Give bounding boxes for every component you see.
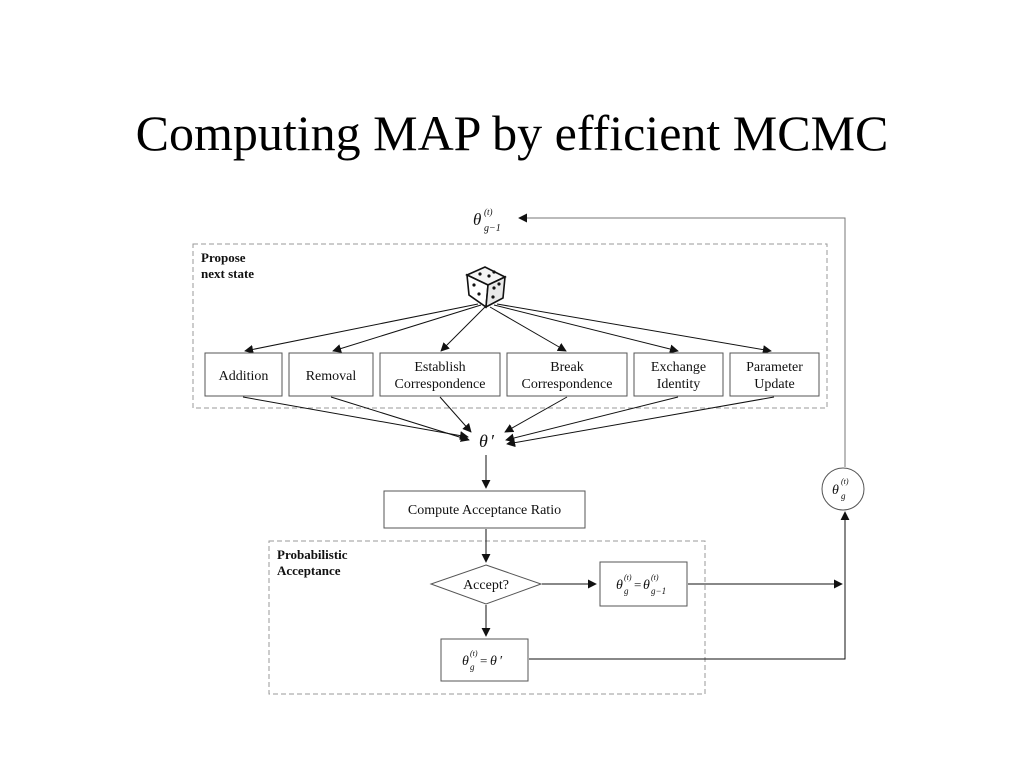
- slide-title: Computing MAP by efficient MCMC: [135, 105, 889, 161]
- move-box-exchange-identity: Exchange Identity: [633, 352, 724, 397]
- acceptance-group-frame: [268, 540, 706, 695]
- svg-text:Compute Acceptance Ratio: Compute Acceptance Ratio: [408, 503, 561, 518]
- reject-assignment-box: θ (t) g = θ (t) g−1: [599, 561, 688, 607]
- compute-acceptance-ratio-box: Compute Acceptance Ratio: [383, 490, 586, 529]
- move-box-break-correspondence: Break Correspondence: [506, 352, 628, 397]
- svg-text:g−1: g−1: [651, 586, 666, 596]
- feedback-loop-arrow: [518, 213, 846, 467]
- svg-text:θ: θ: [643, 578, 650, 593]
- move-box-parameter-update: Parameter Update: [729, 352, 820, 397]
- svg-text:Addition: Addition: [219, 369, 269, 384]
- svg-text:Correspondence: Correspondence: [395, 377, 486, 392]
- svg-text:(t): (t): [841, 477, 849, 486]
- propose-group-frame: [192, 243, 828, 409]
- svg-text:′: ′: [490, 431, 495, 451]
- svg-text:Identity: Identity: [657, 377, 701, 392]
- move-box-addition: Addition: [204, 352, 283, 397]
- state-current-circle: θ (t) g: [821, 467, 865, 511]
- svg-text:′: ′: [499, 654, 503, 669]
- accept-assignment-box: θ (t) g = θ ′: [440, 638, 529, 682]
- svg-text:θ: θ: [832, 483, 839, 498]
- acceptance-group-label-line2: Acceptance: [277, 563, 341, 578]
- svg-text:θ: θ: [616, 578, 623, 593]
- svg-text:g−1: g−1: [484, 223, 501, 234]
- accept-to-output-arrow: [529, 511, 850, 660]
- svg-text:g: g: [470, 662, 475, 672]
- svg-text:Accept?: Accept?: [463, 578, 509, 593]
- svg-text:θ: θ: [473, 210, 481, 229]
- accept-decision-diamond: Accept?: [429, 564, 543, 605]
- svg-text:Removal: Removal: [306, 369, 357, 384]
- svg-text:(t): (t): [624, 573, 632, 582]
- svg-text:g: g: [624, 586, 629, 596]
- svg-text:θ: θ: [490, 654, 497, 669]
- svg-text:Update: Update: [754, 377, 794, 392]
- state-previous-symbol: θ (t) g−1: [473, 207, 501, 234]
- svg-text:Establish: Establish: [414, 360, 465, 375]
- svg-text:g: g: [841, 491, 846, 501]
- svg-text:=: =: [480, 653, 487, 668]
- moves-to-proposal-arrows: [242, 396, 775, 448]
- dice-icon: [465, 266, 507, 309]
- svg-text:Break: Break: [550, 360, 583, 375]
- propose-group-label-line2: next state: [201, 266, 254, 281]
- propose-group-label-line1: Propose: [201, 250, 246, 265]
- svg-text:Exchange: Exchange: [651, 360, 706, 375]
- acceptance-group-label-line1: Probabilistic: [277, 547, 348, 562]
- move-box-establish-correspondence: Establish Correspondence: [379, 352, 501, 397]
- svg-text:(t): (t): [470, 649, 478, 658]
- proposal-state-symbol: θ ′: [479, 431, 495, 451]
- svg-text:(t): (t): [651, 573, 659, 582]
- svg-text:(t): (t): [484, 207, 493, 217]
- svg-text:Correspondence: Correspondence: [522, 377, 613, 392]
- svg-text:Parameter: Parameter: [746, 360, 803, 375]
- svg-text:θ: θ: [462, 654, 469, 669]
- svg-text:=: =: [634, 577, 641, 592]
- dice-to-moves-arrows: [244, 303, 772, 355]
- move-box-removal: Removal: [288, 352, 374, 397]
- svg-text:θ: θ: [479, 431, 488, 451]
